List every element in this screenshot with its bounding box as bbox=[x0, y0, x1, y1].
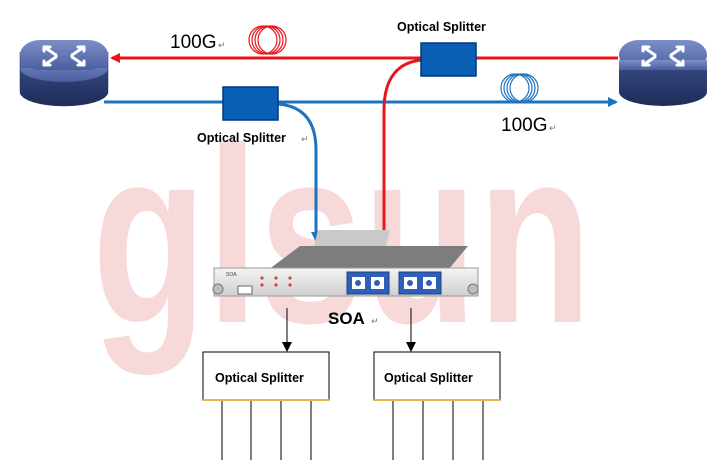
router-icon bbox=[619, 40, 707, 106]
soa-label: SOA bbox=[328, 309, 365, 328]
output-fibers-right bbox=[392, 401, 484, 460]
paragraph-return-icon: ↵ bbox=[218, 41, 226, 51]
lc-connector-2 bbox=[398, 271, 442, 295]
router-icon bbox=[19, 40, 109, 107]
top-link-rate-label: 100G bbox=[170, 32, 216, 53]
output-splitter-right-label: Optical Splitter bbox=[384, 371, 473, 385]
usb-port bbox=[237, 285, 253, 295]
output-splitter-box-right bbox=[373, 351, 501, 401]
output-fibers-left bbox=[221, 401, 312, 460]
fiber-coil-icon bbox=[500, 73, 539, 103]
lc-connector-1 bbox=[346, 271, 390, 295]
paragraph-return-icon: ↵ bbox=[371, 317, 379, 327]
bottom-link-rate-label: 100G bbox=[501, 115, 547, 136]
splitter-top-right bbox=[420, 42, 477, 77]
output-splitter-left-label: Optical Splitter bbox=[215, 371, 304, 385]
splitter-left bbox=[222, 86, 279, 121]
soa-device: SOA bbox=[212, 230, 479, 297]
paragraph-return-icon: ↵ bbox=[301, 135, 309, 145]
paragraph-return-icon: ↵ bbox=[549, 124, 557, 134]
status-leds bbox=[260, 276, 292, 287]
output-splitter-box-left bbox=[202, 351, 330, 401]
fiber-coil-icon bbox=[248, 25, 287, 55]
red-tap-link bbox=[379, 58, 423, 242]
blue-tap-link bbox=[277, 102, 321, 242]
splitter-top-right-label: Optical Splitter bbox=[397, 20, 486, 34]
soa-panel-text: SOA bbox=[226, 272, 237, 278]
splitter-left-label: Optical Splitter bbox=[197, 131, 286, 145]
